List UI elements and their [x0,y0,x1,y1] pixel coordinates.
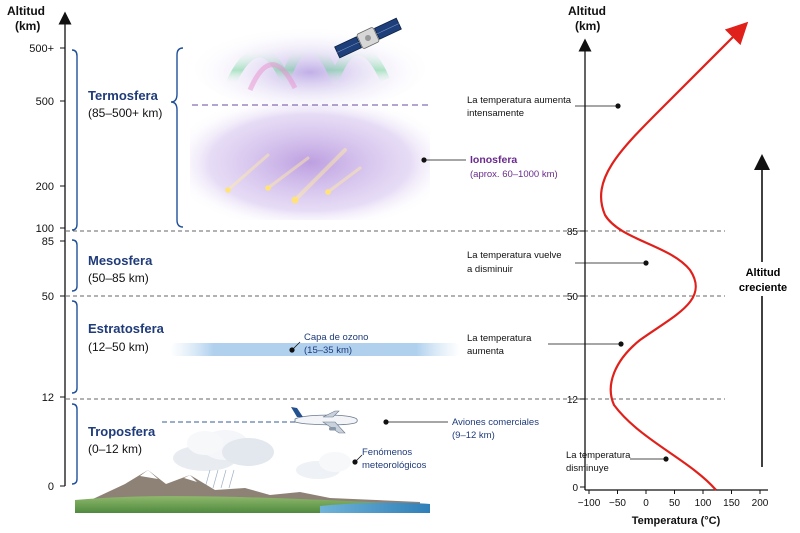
aircraft-range: (9–12 km) [452,430,495,441]
satellite-icon [334,17,402,59]
meteor-icons [225,148,362,204]
left-axis-tick-label: 0 [48,481,54,493]
aurora-illustration [195,26,425,110]
temperature-tick-label: 100 [695,498,712,509]
right-axis-title: Altitud [568,4,606,18]
layer-range: (0–12 km) [88,442,142,456]
ozone-layer-band [170,343,460,356]
note-line: aumenta [467,346,505,357]
ozone-range: (15–35 km) [304,345,352,356]
note-line: La temperatura [566,450,631,461]
ionosphere-title: Ionosfera [470,154,517,166]
note-troposphere: La temperatura disminuye [566,450,669,474]
temperature-axis-label: Temperatura (°C) [632,515,721,527]
right-axis-tick-label: 50 [567,292,579,303]
note-mesosphere: La temperatura vuelve a disminuir [467,250,649,275]
ionosphere-glow [190,105,430,220]
left-axis-tick-label: 85 [42,236,54,248]
aircraft-title: Aviones comerciales [452,417,539,428]
increasing-altitude-indicator: Altitud creciente [735,154,791,467]
weather-sub: meteorológicos [362,460,427,471]
note-line: a disminuir [467,264,513,275]
layer-estratosfera: Estratosfera (12–50 km) [88,321,165,354]
temperature-axis: −100 −50 0 50 100 150 200 Temperatura (°C) [578,489,769,527]
note-line: intensamente [467,108,524,119]
increasing-label-line1: Altitud [746,267,781,279]
left-axis-tick-label: 100 [36,223,54,235]
left-axis-tick-label: 12 [42,392,54,404]
ionosphere-label: Ionosfera (aprox. 60–1000 km) [421,154,558,180]
layer-name: Mesosfera [88,253,153,268]
ozone-label: Capa de ozono (15–35 km) [289,332,368,356]
aircraft-label: Aviones comerciales (9–12 km) [383,417,539,441]
left-axis-unit: (km) [15,19,40,33]
weather-label: Fenómenos meteorológicos [352,447,427,471]
note-line: La temperatura vuelve [467,250,562,261]
left-axis-tick-label: 200 [36,181,54,193]
increasing-label-line2: creciente [739,282,787,294]
note-stratosphere: La temperatura aumenta [467,333,624,357]
layer-name: Estratosfera [88,321,165,336]
temperature-tick-label: 150 [723,498,740,509]
left-axis-tick-label: 500+ [29,43,54,55]
left-axis-title: Altitud [7,4,45,18]
note-line: La temperatura [467,333,532,344]
temperature-tick-label: −100 [578,498,601,509]
right-axis-tick-label: 0 [572,483,578,494]
landscape-illustration [75,470,430,513]
airplane-icon [291,407,358,434]
layer-mesosfera: Mesosfera (50–85 km) [88,253,153,285]
temperature-tick-label: 50 [669,498,681,509]
layer-name: Troposfera [88,424,156,439]
temperature-tick-label: −50 [609,498,626,509]
layer-range: (12–50 km) [88,340,149,354]
right-axis-tick-label: 85 [567,227,579,238]
right-axis-tick-label: 12 [567,395,579,406]
temperature-tick-label: 200 [752,498,769,509]
layer-termosfera: Termosfera (85–500+ km) [88,88,162,120]
layer-range: (85–500+ km) [88,106,162,120]
boundary-lines [66,104,725,423]
layer-range: (50–85 km) [88,271,149,285]
ozone-title: Capa de ozono [304,332,368,343]
right-axis-unit: (km) [575,19,600,33]
temperature-tick-label: 0 [643,498,649,509]
layer-name: Termosfera [88,88,159,103]
ionosphere-range: (aprox. 60–1000 km) [470,169,558,180]
temperature-curve [599,21,749,491]
layer-brackets [71,47,184,485]
left-axis-tick-label: 500 [36,96,54,108]
note-line: La temperatura aumenta [467,95,572,106]
right-altitude-axis: Altitud (km) 85 50 12 0 [567,4,606,494]
note-line: disminuye [566,463,609,474]
left-axis-tick-label: 50 [42,291,54,303]
layer-troposfera: Troposfera (0–12 km) [88,424,156,456]
note-thermosphere: La temperatura aumenta intensamente [467,95,621,119]
weather-title: Fenómenos [362,447,412,458]
clouds-illustration [173,430,351,489]
